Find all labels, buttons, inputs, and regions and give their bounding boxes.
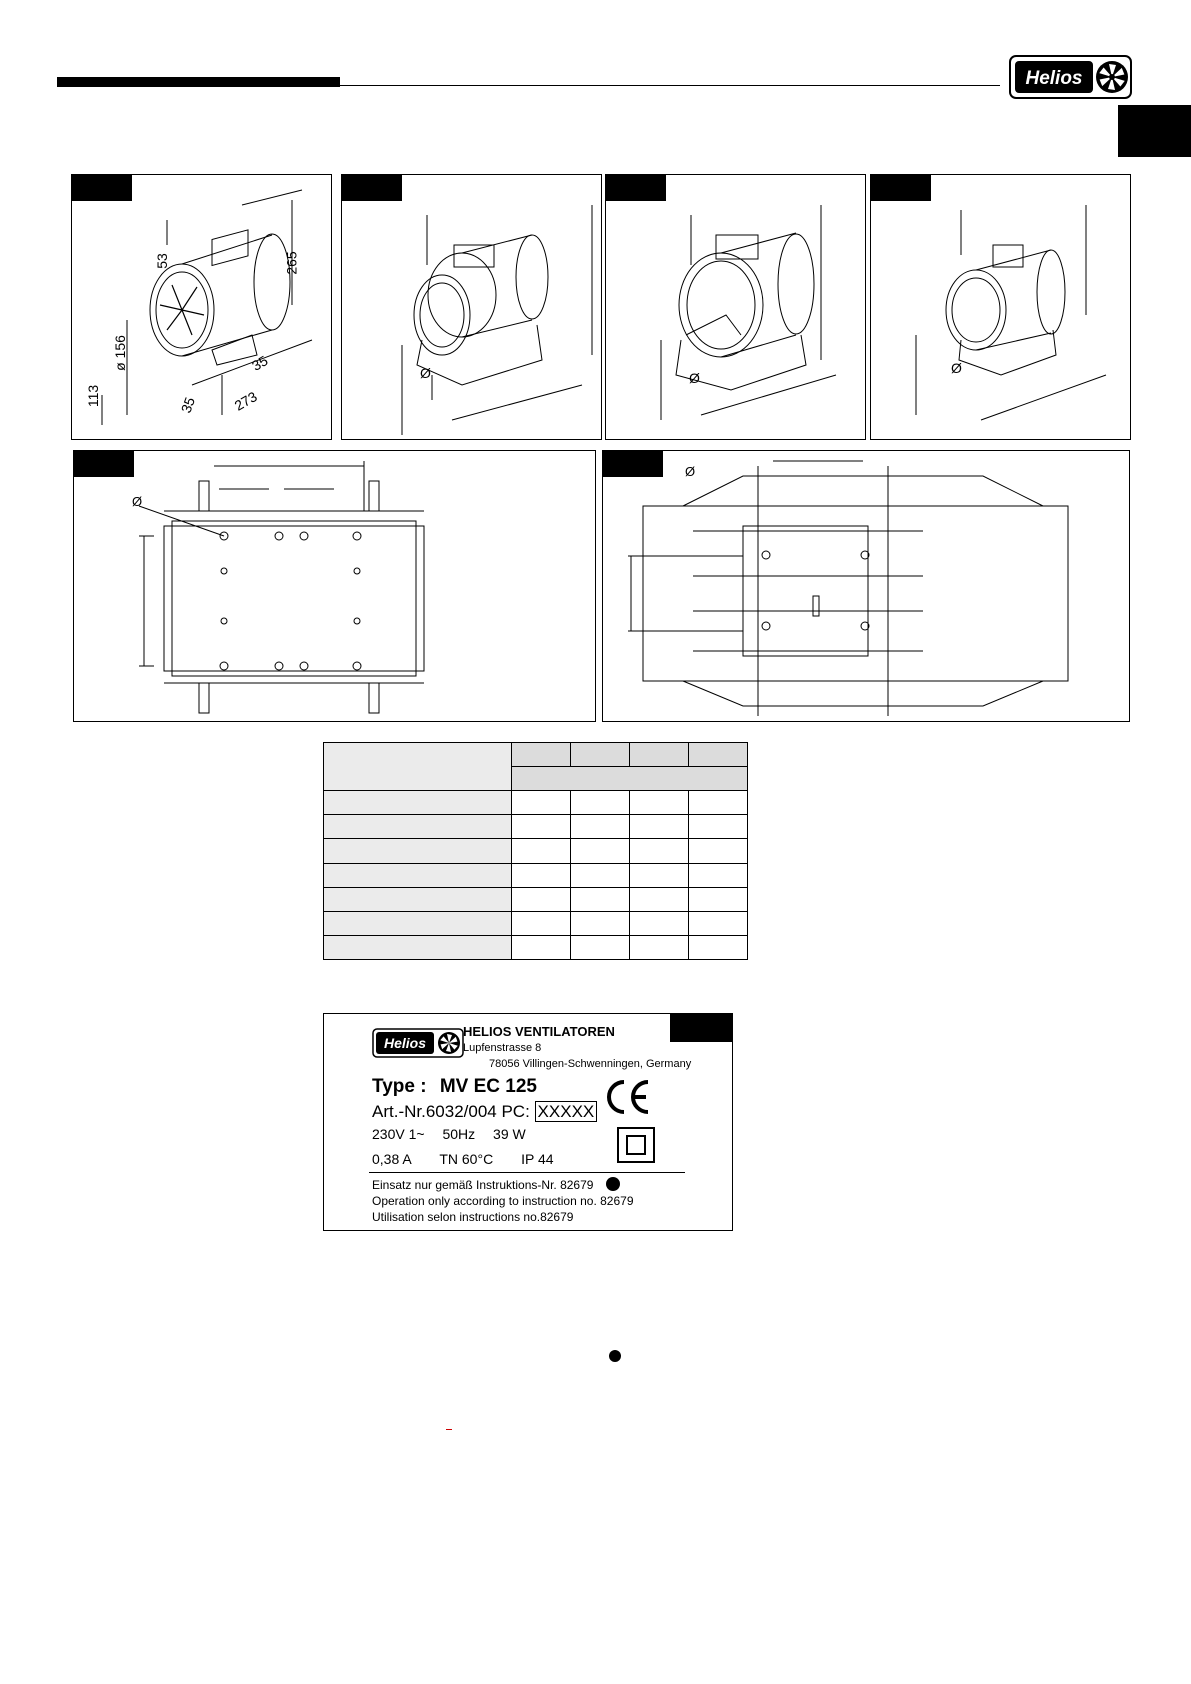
rating-plate: Helios HELIOS VENTILATOREN Lupfenstrasse… — [323, 1013, 733, 1231]
helios-logo: Helios — [372, 1028, 464, 1058]
current: 0,38 A — [372, 1151, 412, 1167]
fan-icon — [438, 1032, 460, 1054]
figure-fan-4: Ø — [870, 174, 1131, 440]
fan-icon — [1096, 61, 1128, 93]
table-row — [323, 838, 748, 864]
electrical-line: 230V 1~ 50Hz 39 W — [372, 1126, 526, 1142]
svg-text:Helios: Helios — [1025, 68, 1082, 89]
type-label: Type : — [372, 1076, 427, 1097]
figure-fan-3: Ø — [605, 174, 866, 440]
figure-fan-2: Ø — [341, 174, 602, 440]
instruction-de: Einsatz nur gemäß Instruktions-Nr. 82679 — [372, 1178, 594, 1192]
figure-tag — [72, 175, 132, 201]
svg-text:Helios: Helios — [384, 1035, 426, 1051]
header-rule-thick — [57, 77, 340, 87]
red-mark — [446, 1429, 452, 1430]
figure-top-view: Ø — [73, 450, 596, 722]
figure-tag — [871, 175, 931, 201]
diameter-symbol: Ø — [132, 494, 143, 509]
power: 39 W — [493, 1126, 526, 1142]
table-header-cell — [688, 741, 748, 768]
dim-label: 265 — [283, 251, 300, 275]
divider — [369, 1172, 685, 1173]
company-name: HELIOS VENTILATOREN — [463, 1024, 615, 1039]
diameter-symbol: Ø — [685, 464, 696, 479]
specification-table — [323, 741, 748, 961]
figure-tag — [342, 175, 402, 201]
figure-tag — [603, 451, 663, 477]
figure-tag — [670, 1014, 732, 1042]
diameter-symbol: Ø — [420, 365, 431, 381]
company-city: 78056 Villingen-Schwenningen, Germany — [489, 1058, 692, 1070]
voltage: 230V 1~ — [372, 1126, 425, 1142]
article-number: Art.-Nr.6032/004 PC: — [372, 1102, 530, 1121]
type-line: Type : MV EC 125 — [372, 1076, 537, 1098]
table-row — [323, 886, 748, 912]
ip-rating: IP 44 — [521, 1151, 554, 1167]
table-header-cell — [323, 741, 512, 792]
table-row — [323, 934, 748, 961]
header-rule-thin — [340, 85, 1000, 86]
dim-label: ø 156 — [111, 335, 128, 371]
dim-label: 113 — [85, 384, 102, 408]
rating-line: 0,38 A TN 60°C IP 44 — [372, 1151, 578, 1167]
diameter-symbol: Ø — [689, 370, 700, 386]
table-header-cell — [570, 741, 630, 768]
temperature: TN 60°C — [439, 1151, 494, 1167]
double-insulation-icon — [617, 1127, 655, 1163]
table-row — [323, 862, 748, 888]
section-tab — [1118, 105, 1191, 157]
instruction-fr: Utilisation selon instructions no.82679 — [372, 1210, 574, 1224]
pc-value: XXXXX — [534, 1101, 598, 1122]
ce-mark-icon — [607, 1080, 649, 1114]
figure-tag — [74, 451, 134, 477]
dim-label: 53 — [153, 253, 170, 269]
bullet-icon — [606, 1177, 620, 1191]
table-header-cell — [511, 741, 571, 768]
diameter-symbol: Ø — [951, 360, 962, 376]
table-row — [323, 910, 748, 936]
table-row — [323, 790, 748, 816]
bullet-icon — [609, 1350, 621, 1362]
article-number-line: Art.-Nr.6032/004 PC: XXXXX — [372, 1101, 598, 1122]
table-row — [323, 814, 748, 840]
figure-bottom-view: Ø — [602, 450, 1130, 722]
frequency: 50Hz — [442, 1126, 476, 1142]
table-header-cell — [629, 741, 689, 768]
type-value: MV EC 125 — [439, 1076, 537, 1097]
instruction-en: Operation only according to instruction … — [372, 1194, 634, 1208]
company-street: Lupfenstrasse 8 — [463, 1042, 542, 1054]
figure-tag — [606, 175, 666, 201]
table-header-cell — [511, 766, 748, 792]
helios-logo: Helios — [1009, 55, 1132, 99]
figure-dimensions: 53 265 ø 156 113 35 35 273 — [71, 174, 332, 440]
